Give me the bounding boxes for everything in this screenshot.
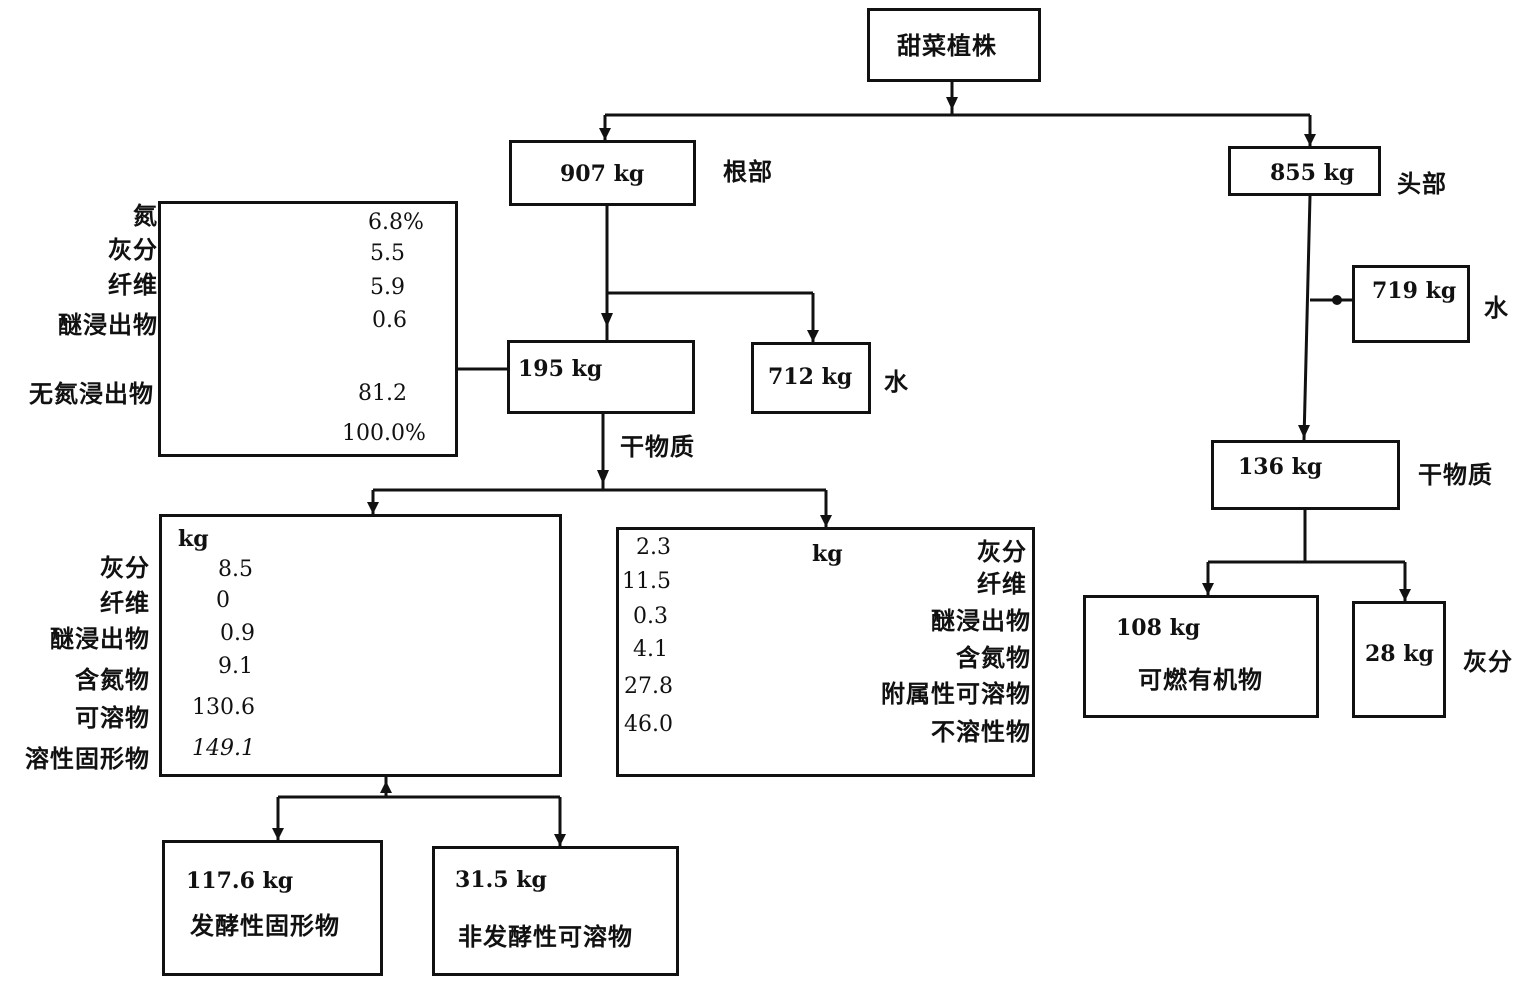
- insoluble-item-value: 0.3: [633, 604, 668, 629]
- insoluble-box: [616, 527, 1035, 777]
- arrowhead-icon: [1399, 589, 1411, 601]
- tops-water-mass: 719 kg: [1372, 278, 1457, 304]
- arrowhead-icon: [272, 828, 284, 840]
- insoluble-item-name: 灰分: [977, 538, 1027, 566]
- root-water-mass: 712 kg: [768, 364, 853, 390]
- composition-value: 0.6: [372, 308, 407, 333]
- insoluble-item-name: 醚浸出物: [931, 607, 1031, 635]
- insoluble-item-name: 纤维: [977, 570, 1027, 598]
- root-dry-mass: 195 kg: [518, 356, 603, 382]
- soluble-box: [159, 514, 562, 777]
- insoluble-item-value: 46.0: [624, 712, 673, 737]
- insoluble-item-name: 含氮物: [956, 644, 1031, 672]
- composition-value: 81.2: [358, 381, 407, 406]
- arrowhead-icon: [599, 128, 611, 140]
- arrowhead-icon: [1202, 583, 1214, 595]
- root-water-label: 水: [884, 368, 909, 396]
- composition-value: 6.8%: [368, 210, 424, 235]
- composition-name: 氮: [133, 202, 158, 230]
- roots-node: [509, 140, 696, 206]
- nonfermentable-mass: 31.5 kg: [455, 867, 547, 893]
- insoluble-unit: kg: [812, 541, 843, 567]
- soluble-unit: kg: [178, 526, 209, 552]
- soluble-item-value: 0: [216, 588, 230, 613]
- tops-ash-label: 灰分: [1463, 648, 1513, 676]
- soluble-item-value: 8.5: [218, 557, 253, 582]
- tops-ash-node: [1352, 601, 1446, 718]
- insoluble-item-name: 不溶性物: [931, 718, 1031, 746]
- composition-value: 5.9: [370, 275, 405, 300]
- soluble-item-name: 醚浸出物: [50, 625, 150, 653]
- root-water-node: [751, 342, 871, 414]
- insoluble-item-value: 2.3: [636, 535, 671, 560]
- soluble-item-name: 可溶物: [75, 704, 150, 732]
- composition-name: 纤维: [108, 271, 158, 299]
- root-node: [867, 8, 1041, 82]
- tops-dry-node: [1211, 440, 1400, 510]
- arrowhead-icon: [1298, 425, 1310, 438]
- soluble-item-name: 灰分: [100, 554, 150, 582]
- arrowhead-icon: [597, 470, 609, 484]
- composition-name: 无氮浸出物: [29, 380, 154, 408]
- arrowhead-icon: [820, 515, 832, 527]
- arrowhead-icon: [1304, 134, 1316, 146]
- junction-dot-icon: [1332, 295, 1342, 305]
- root-dry-node: [507, 340, 695, 414]
- combustible-mass: 108 kg: [1116, 615, 1201, 641]
- insoluble-item-value: 4.1: [633, 637, 668, 662]
- roots-label: 根部: [723, 158, 773, 186]
- root-label: 甜菜植株: [897, 32, 997, 60]
- fermentable-mass: 117.6 kg: [186, 868, 294, 894]
- composition-total: 100.0%: [342, 421, 426, 446]
- tops-dry-label: 干物质: [1418, 461, 1493, 489]
- arrowhead-icon: [807, 330, 819, 342]
- tops-ash-mass: 28 kg: [1365, 641, 1434, 667]
- tops-dry-mass: 136 kg: [1238, 454, 1323, 480]
- soluble-item-value: 9.1: [218, 654, 253, 679]
- insoluble-item-value: 11.5: [622, 569, 671, 594]
- arrowhead-icon: [367, 502, 379, 514]
- arrowhead-icon: [946, 97, 958, 110]
- arrowhead-icon: [601, 313, 613, 327]
- root-composition-box: [158, 201, 458, 457]
- tops-water-label: 水: [1484, 294, 1509, 322]
- soluble-item-name: 纤维: [100, 589, 150, 617]
- insoluble-item-name: 附属性可溶物: [881, 680, 1031, 708]
- nonfermentable-label: 非发酵性可溶物: [458, 923, 633, 951]
- arrowhead-icon: [380, 781, 392, 793]
- composition-name: 灰分: [108, 236, 158, 264]
- tops-water-node: [1352, 265, 1470, 343]
- fermentable-node: [162, 840, 383, 976]
- combustible-label: 可燃有机物: [1138, 666, 1263, 694]
- nonfermentable-node: [432, 846, 679, 976]
- soluble-item-value: 0.9: [220, 621, 255, 646]
- connector: [1302, 195, 1312, 441]
- combustible-node: [1083, 595, 1319, 718]
- soluble-item-value: 130.6: [192, 695, 255, 720]
- soluble-item-name: 溶性固形物: [25, 745, 150, 773]
- roots-mass: 907 kg: [560, 161, 645, 187]
- soluble-item-value: 149.1: [192, 736, 255, 761]
- tops-mass: 855 kg: [1270, 160, 1355, 186]
- soluble-item-name: 含氮物: [75, 666, 150, 694]
- composition-value: 5.5: [370, 241, 405, 266]
- fermentable-label: 发酵性固形物: [190, 912, 340, 940]
- insoluble-item-value: 27.8: [624, 674, 673, 699]
- composition-name: 醚浸出物: [58, 311, 158, 339]
- root-dry-label: 干物质: [620, 433, 695, 461]
- tops-node: [1228, 146, 1381, 196]
- tops-label: 头部: [1397, 170, 1447, 198]
- arrowhead-icon: [554, 834, 566, 846]
